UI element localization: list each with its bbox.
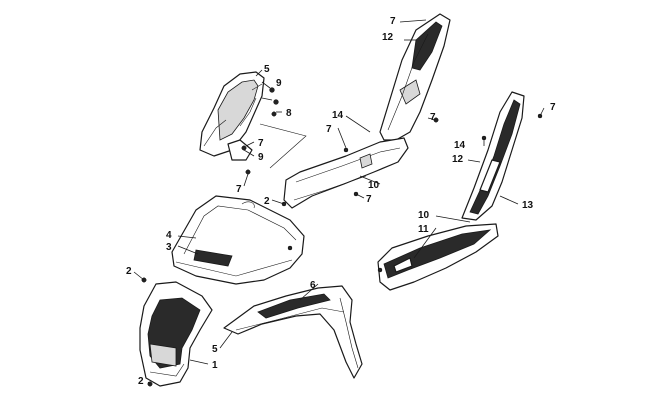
callout-7: 7 xyxy=(236,184,242,195)
callout-7: 7 xyxy=(366,194,372,205)
callout-7: 7 xyxy=(390,16,396,27)
side-panel-right-lower xyxy=(377,223,499,291)
callout-6: 6 xyxy=(310,280,316,291)
callout-2: 2 xyxy=(126,266,132,277)
callout-14: 14 xyxy=(454,140,466,151)
front-fender xyxy=(223,285,363,379)
hood-panel xyxy=(171,195,305,285)
headlight-housing xyxy=(199,71,307,175)
callout-5: 5 xyxy=(212,344,218,355)
callout-9: 9 xyxy=(276,78,282,89)
side-panel-rear xyxy=(379,13,451,141)
callout-7: 7 xyxy=(430,112,436,123)
callout-10: 10 xyxy=(418,210,430,221)
callout-12: 12 xyxy=(452,154,464,165)
callout-1: 1 xyxy=(212,360,218,371)
side-panel-lower xyxy=(281,137,409,209)
callout-8: 8 xyxy=(286,108,292,119)
callout-labels: 1 2 2 2 3 4 5 5 6 7 7 7 7 7 7 7 8 9 9 10… xyxy=(126,16,556,387)
side-panel-right-upper xyxy=(461,91,543,221)
front-grille xyxy=(139,277,213,387)
callout-4: 4 xyxy=(166,230,172,241)
callout-10: 10 xyxy=(368,180,380,191)
callout-9: 9 xyxy=(258,152,264,163)
callout-7: 7 xyxy=(258,138,264,149)
callout-11: 11 xyxy=(418,224,429,235)
callout-13: 13 xyxy=(522,200,534,211)
callout-5: 5 xyxy=(264,64,270,75)
callout-2: 2 xyxy=(138,376,144,387)
callout-14: 14 xyxy=(332,110,344,121)
callout-3: 3 xyxy=(166,242,172,253)
callout-7: 7 xyxy=(326,124,332,135)
leader-lines xyxy=(133,19,545,385)
callout-12: 12 xyxy=(382,32,394,43)
callout-2: 2 xyxy=(264,196,270,207)
callout-7: 7 xyxy=(550,102,556,113)
